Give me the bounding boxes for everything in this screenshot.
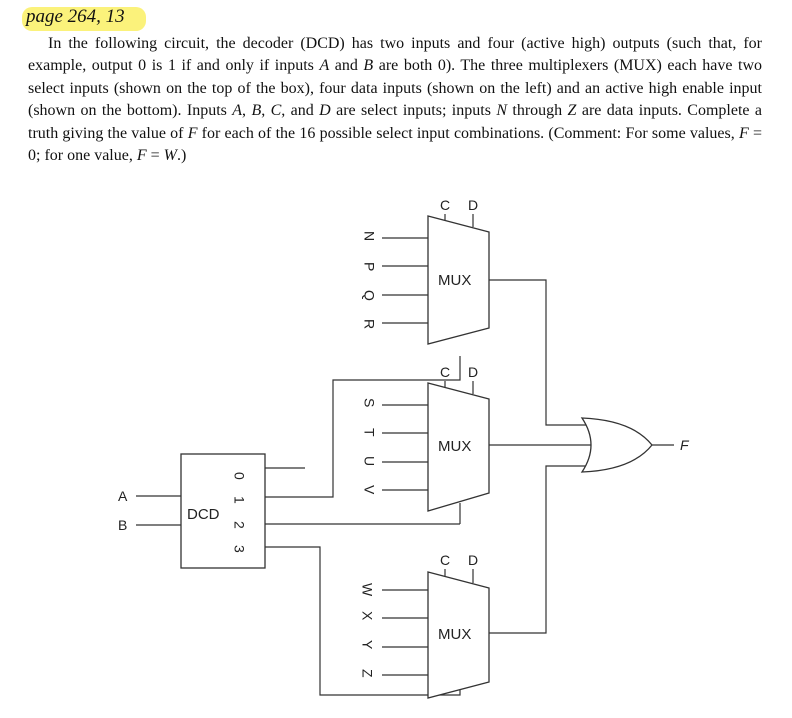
mux-1-data-0: N (361, 231, 377, 241)
mux-2-select-c: C (440, 364, 450, 380)
mux-3-data-0: W (359, 583, 375, 597)
decoder: DCD 0 1 2 3 A B (118, 453, 266, 569)
wire-dcd-out-1 (265, 356, 461, 498)
mux-3-data-3: Z (359, 669, 375, 678)
decoder-input-a-label: A (118, 488, 128, 504)
wire-dcd-out-3 (265, 546, 461, 696)
mux-2-body (427, 382, 490, 512)
decoder-output-1-label: 1 (231, 496, 247, 504)
decoder-output-0-label: 0 (231, 472, 247, 480)
mux-1-data-3: R (361, 319, 377, 329)
mux-2-data-0: S (361, 398, 377, 407)
mux-2-data-3: V (361, 485, 377, 495)
wire-mux-1-out (489, 279, 590, 426)
decoder-output-2-label: 2 (231, 521, 247, 529)
wire-mux-3-out (489, 465, 590, 634)
mux-1-data-2: Q (361, 290, 377, 301)
decoder-input-b-label: B (118, 517, 127, 533)
highlight-mark (22, 7, 146, 31)
or-gate (580, 417, 653, 473)
mux-2-data-2: U (361, 456, 377, 466)
page-reference: page 264, 13 (26, 6, 125, 27)
mux-1-select-d: D (468, 197, 478, 213)
mux-3-data-1: X (359, 611, 375, 621)
mux-3: MUX C D W X Y Z (359, 552, 490, 699)
mux-1-body (427, 215, 490, 345)
mux-1: MUX C D N P Q R (361, 197, 490, 345)
mux-3-data-2: Y (359, 640, 375, 650)
output-f-label: F (680, 437, 690, 453)
mux-2-select-d: D (468, 364, 478, 380)
decoder-output-3-label: 3 (231, 545, 247, 553)
problem-text: In the following circuit, the decoder (D… (28, 35, 763, 165)
mux-2-label: MUX (438, 438, 471, 455)
decoder-label: DCD (187, 506, 220, 523)
decoder-box (180, 453, 266, 569)
mux-1-label: MUX (438, 272, 471, 289)
mux-2-data-1: T (361, 428, 377, 437)
mux-3-body (427, 571, 490, 699)
mux-1-select-c: C (440, 197, 450, 213)
mux-2: MUX C D S T U V (361, 364, 490, 524)
mux-3-select-c: C (440, 552, 450, 568)
mux-1-data-1: P (361, 262, 377, 271)
mux-3-select-d: D (468, 552, 478, 568)
mux-3-label: MUX (438, 626, 471, 643)
